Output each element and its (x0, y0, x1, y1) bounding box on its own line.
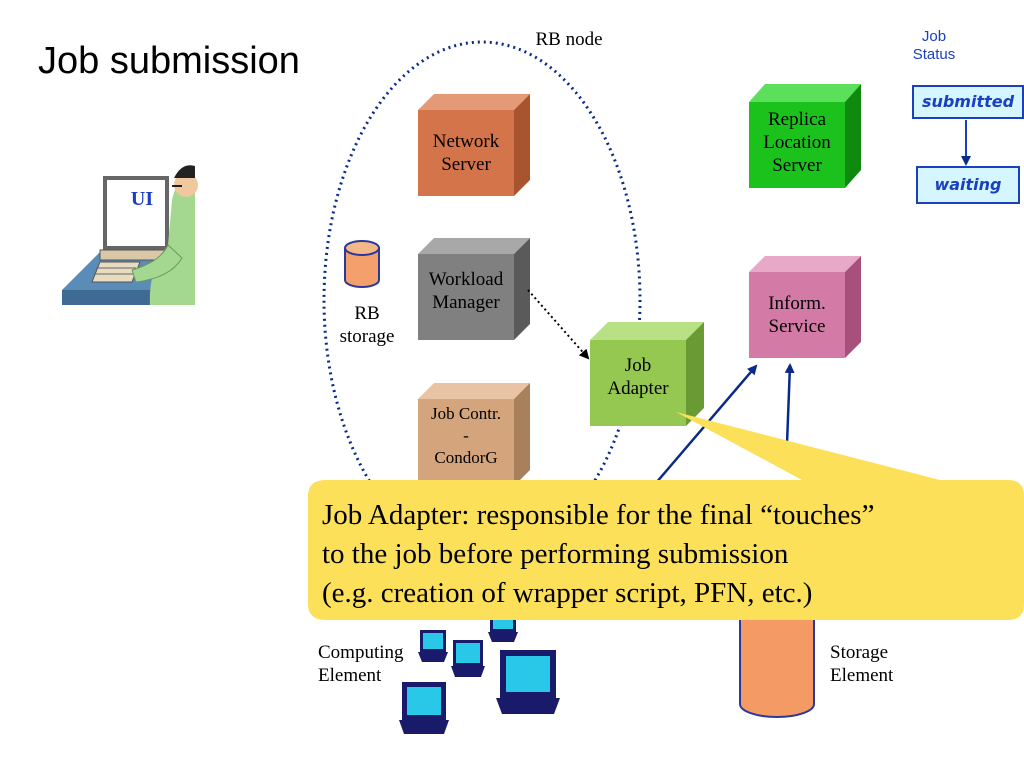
replica-line3: Server (772, 155, 822, 176)
job-controller-line3: CondorG (434, 448, 498, 467)
callout-line1: Job Adapter: responsible for the final “… (322, 499, 875, 531)
rb-storage-line2: storage (339, 326, 395, 347)
replica-location-server-label: Replica Location Server (745, 108, 849, 177)
replica-line2: Location (763, 132, 831, 153)
storage-element-cylinder-icon (739, 610, 815, 718)
workload-manager-box (418, 238, 530, 340)
replica-location-server-box (749, 84, 861, 188)
callout-text: Job Adapter: responsible for the final “… (322, 496, 1012, 613)
callout-bubble (308, 412, 1024, 620)
ui-user-workstation-icon (62, 165, 198, 305)
computing-element-label: Computing Element (318, 641, 428, 687)
job-adapter-line1: Job (624, 355, 652, 376)
job-status-caption-line1: Job (921, 28, 947, 45)
workload-manager-line1: Workload (428, 269, 504, 290)
workload-manager-label: Workload Manager (414, 268, 518, 314)
rb-storage-line1: RB (354, 303, 380, 324)
job-status-caption-line2: Status (912, 46, 956, 63)
infoservice-line1: Inform. (768, 293, 826, 314)
ui-label: UI (130, 188, 154, 210)
job-adapter-line2: Adapter (607, 378, 669, 399)
information-service-box (749, 256, 861, 358)
status-submitted: submitted (912, 85, 1024, 119)
network-server-line1: Network (432, 131, 500, 152)
infoservice-line2: Service (768, 316, 826, 337)
storage-element-line2: Element (830, 665, 894, 686)
job-controller-line1: Job Contr. (431, 404, 501, 423)
callout-line3: (e.g. creation of wrapper script, PFN, e… (322, 577, 813, 609)
job-status-caption: Job Status (892, 28, 976, 64)
job-controller-label: Job Contr. - CondorG (412, 403, 520, 469)
storage-element-line1: Storage (830, 642, 889, 663)
page-title: Job submission (38, 40, 300, 82)
information-service-label: Inform. Service (749, 292, 845, 338)
replica-line1: Replica (767, 109, 827, 130)
network-server-box (418, 94, 530, 196)
computing-element-line1: Computing (318, 642, 404, 663)
ce-to-infoservice-arrow (649, 364, 758, 491)
rb-storage-label: RB storage (322, 302, 412, 348)
storage-element-label: Storage Element (830, 641, 930, 687)
network-server-label: Network Server (418, 130, 514, 176)
job-controller-box (418, 383, 530, 486)
computing-element-computers-icon (399, 610, 560, 734)
job-adapter-box (590, 322, 704, 426)
network-server-line2: Server (441, 154, 491, 175)
wm-to-job-adapter-arrow (527, 289, 590, 360)
callout-line2: to the job before performing submission (322, 538, 789, 570)
rb-node-label: RB node (535, 29, 603, 50)
status-waiting: waiting (916, 166, 1020, 204)
job-adapter-label: Job Adapter (590, 354, 686, 400)
job-controller-line2: - (463, 426, 469, 445)
workload-manager-line2: Manager (432, 292, 500, 313)
computing-element-line2: Element (318, 665, 382, 686)
rb-storage-cylinder-icon (344, 240, 380, 288)
